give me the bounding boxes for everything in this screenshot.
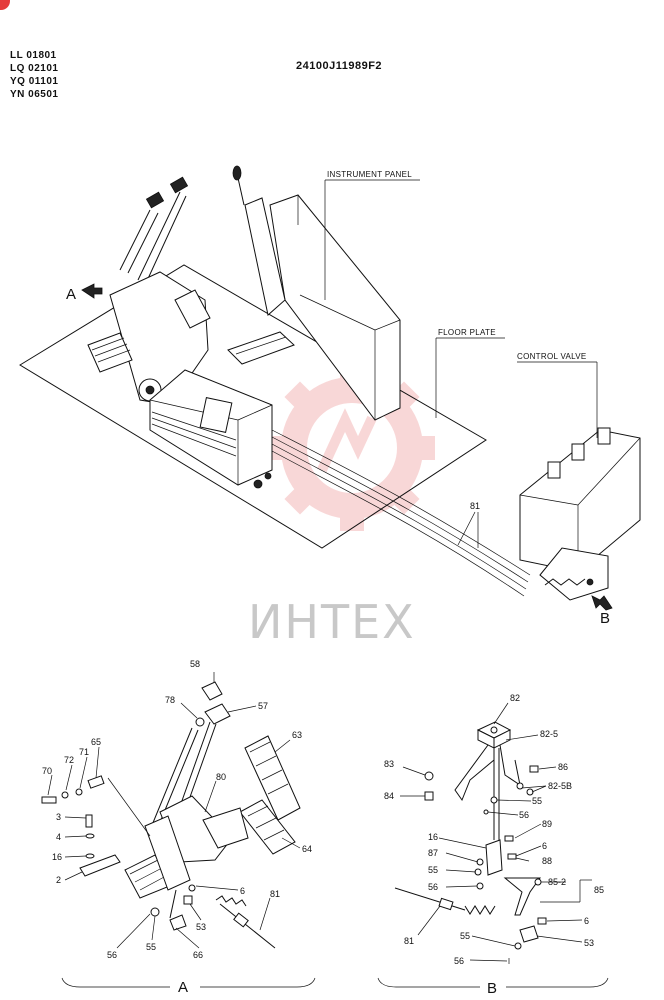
part-label: 53 [196,922,206,932]
part-label: 84 [384,791,394,801]
serial-line: YQ 01101 [10,76,59,87]
document-number: 24100J11989F2 [296,60,383,72]
detail-a-frame [61,977,316,988]
part-label: 88 [542,856,552,866]
part-label: 66 [193,950,203,960]
detail-b-frame [377,977,609,988]
view-arrow-a-icon [81,283,103,299]
part-label: 85 [594,885,604,895]
part-label: 6 [240,886,245,896]
detail-b-drawing [394,721,547,964]
part-label: 56 [454,956,464,966]
detail-a-drawing [41,681,301,949]
detail-b-part-labels: 82 82-5 83 86 82-5B 84 55 56 16 89 87 6 … [384,693,604,966]
serial-line: LL 01801 [10,50,57,61]
instrument-panel-drawing [232,165,401,421]
part-label: 16 [428,832,438,842]
floor-plate-label: FLOOR PLATE [438,328,496,337]
part-label: 72 [64,755,74,765]
part-label: 55 [532,796,542,806]
part-label: 82-5B [548,781,572,791]
detail-b-title: B [487,980,497,997]
part-label: 85-2 [548,877,566,887]
upper-leader-lines [324,179,598,548]
part-label: 78 [165,695,175,705]
part-label: 56 [519,810,529,820]
part-label: 56 [107,950,117,960]
part-label: 82 [510,693,520,703]
pedal-assembly-drawing [87,176,295,489]
part-label: 16 [52,852,62,862]
part-label: 55 [428,865,438,875]
part-81-label: 81 [470,501,480,511]
part-label: 57 [258,701,268,711]
control-valve-label: CONTROL VALVE [517,352,587,361]
part-label: 83 [384,759,394,769]
part-label: 81 [270,889,280,899]
part-label: 3 [56,812,61,822]
detail-a-title: A [178,979,188,996]
view-arrow-b-icon [591,595,613,611]
part-label: 2 [56,875,61,885]
part-label: 4 [56,832,61,842]
part-label: 71 [79,747,89,757]
instrument-panel-label: INSTRUMENT PANEL [327,170,412,179]
control-valve-drawing [519,427,641,601]
cable-lines [271,429,531,597]
view-b-label: B [600,610,610,627]
detail-a-part-labels: 58 78 57 63 80 70 72 71 65 3 4 16 2 6 81… [42,659,312,960]
part-label: 6 [584,916,589,926]
part-label: 70 [42,766,52,776]
part-label: 86 [558,762,568,772]
serial-line: LQ 02101 [10,63,59,74]
view-a-label: A [66,286,76,303]
part-label: 55 [460,931,470,941]
part-label: 63 [292,730,302,740]
serial-line: YN 06501 [10,89,59,100]
corner-badge-icon [0,0,10,10]
part-label: 53 [584,938,594,948]
part-label: 81 [404,936,414,946]
part-label: 58 [190,659,200,669]
detail-a-leaders [47,672,301,949]
part-label: 89 [542,819,552,829]
part-label: 82-5 [540,729,558,739]
part-label: 55 [146,942,156,952]
part-label: 80 [216,772,226,782]
detail-b-leaders [400,702,592,962]
watermark-text: ИНТЕХ [248,595,416,649]
part-label: 56 [428,882,438,892]
part-label: 87 [428,848,438,858]
part-label: 65 [91,737,101,747]
part-label: 64 [302,844,312,854]
part-label: 6 [542,841,547,851]
